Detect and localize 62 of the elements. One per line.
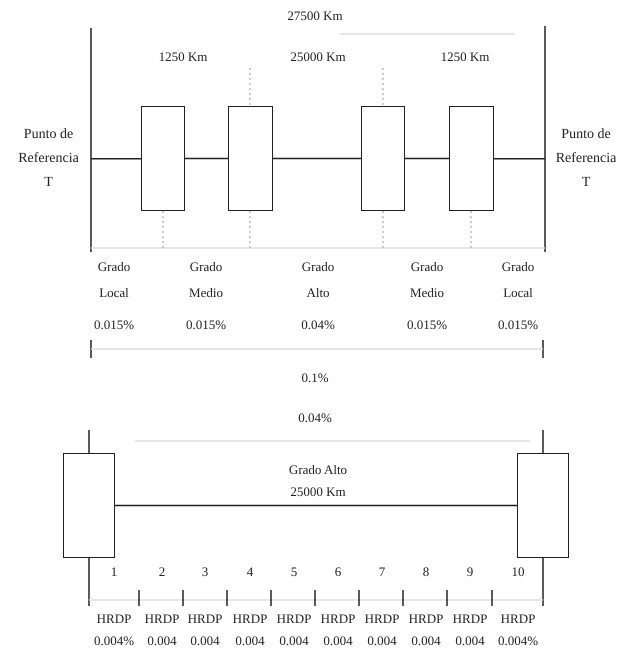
dimension-label: 1250 Km [158, 49, 208, 65]
dimension-label: 25000 Km [290, 484, 346, 500]
dimension-label: 0.015% [406, 317, 448, 333]
dimension-label: Grado Local [96, 258, 132, 302]
dimension-label: Grado Medio [188, 258, 224, 302]
dimension-label: 0.004% [94, 633, 134, 649]
reference-point-label: Punto de Referencia T [554, 126, 618, 192]
dimension-label: 2 [158, 564, 166, 580]
dimension-label: 6 [334, 564, 342, 580]
block-box [449, 106, 494, 211]
connector-line [273, 158, 361, 160]
block-box [63, 453, 115, 558]
dimension-label: Grado Medio [409, 258, 445, 302]
dimension-label: 0.004% [498, 633, 538, 649]
dimension-label: 5 [290, 564, 298, 580]
dimension-label: HRDP [364, 611, 400, 627]
dimension-label: 0.015% [94, 317, 134, 333]
reference-point-label: Punto de Referencia T [17, 126, 80, 192]
dimension-label: HRDP [452, 611, 488, 627]
dimension-label: HRDP [408, 611, 444, 627]
dimension-label: 8 [422, 564, 430, 580]
dimension-label: 27500 Km [287, 8, 343, 24]
dimension-label: 1 [110, 564, 118, 580]
dimension-label: 4 [246, 564, 254, 580]
dimension-label: HRDP [276, 611, 312, 627]
dimension-label: HRDP [188, 611, 222, 627]
dimension-label: 0.004 [323, 633, 353, 649]
dimension-label: 0.004 [235, 633, 265, 649]
dimension-label: Grado Alto [300, 258, 336, 302]
connector-line [91, 158, 141, 160]
block-box [361, 106, 405, 211]
dimension-label: HRDP [232, 611, 268, 627]
dimension-label: 7 [378, 564, 386, 580]
dimension-label: 0.004 [367, 633, 397, 649]
dimension-label: 0.004 [411, 633, 441, 649]
dimension-label: 1250 Km [440, 49, 490, 65]
dimension-label: HRDP [96, 611, 132, 627]
dimension-label: 3 [202, 564, 208, 580]
dimension-label: 25000 Km [290, 49, 346, 65]
dimension-label: 10 [512, 564, 524, 580]
connector-line [115, 504, 517, 506]
dimension-label: 0.004 [190, 633, 220, 649]
dimension-label: 0.015% [186, 317, 226, 333]
dimension-label: Grado Local [500, 258, 536, 302]
block-box [141, 106, 185, 211]
dimension-label: 0.04% [298, 410, 332, 426]
dimension-label: HRDP [500, 611, 536, 627]
dimension-label: 0.1% [301, 370, 329, 386]
dimension-label: HRDP [144, 611, 180, 627]
block-box [517, 453, 569, 558]
dimension-label: 0.004 [279, 633, 309, 649]
dimension-label: 0.004 [147, 633, 177, 649]
dimension-label: 0.015% [498, 317, 538, 333]
connector-line [185, 158, 228, 160]
dimension-label: 0.004 [455, 633, 485, 649]
dimension-label: Grado Alto [288, 462, 348, 478]
connector-line [405, 158, 449, 160]
dimension-label: 9 [466, 564, 474, 580]
block-box [228, 106, 273, 211]
dimension-label: 0.04% [301, 317, 335, 333]
dimension-label: HRDP [320, 611, 356, 627]
connector-line [494, 158, 545, 160]
